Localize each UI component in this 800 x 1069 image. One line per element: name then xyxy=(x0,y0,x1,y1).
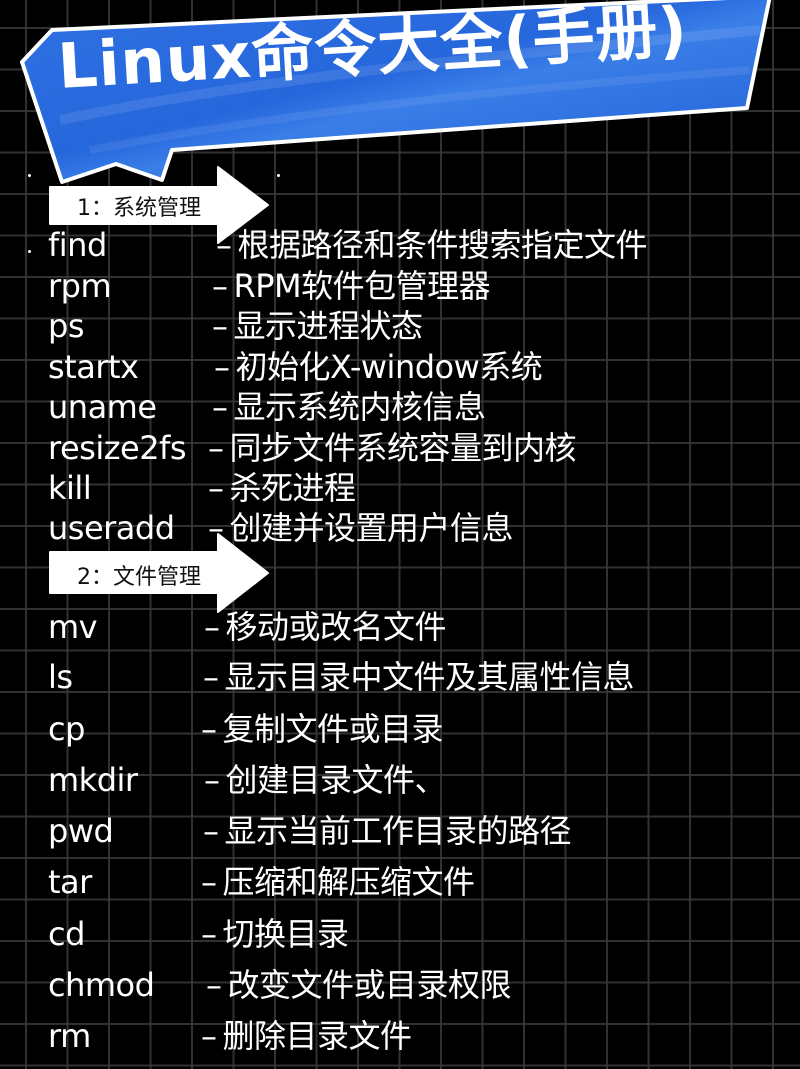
command-name: useradd xyxy=(48,509,175,547)
command-name: cd xyxy=(48,915,85,953)
command-name: ls xyxy=(48,658,73,696)
separator: – xyxy=(212,267,228,305)
separator: – xyxy=(201,863,217,901)
separator: – xyxy=(216,226,232,264)
separator: – xyxy=(206,966,222,1004)
section-header-file-management: 2：文件管理 xyxy=(48,533,270,613)
separator: – xyxy=(201,710,217,748)
command-name: uname xyxy=(48,388,157,426)
command-description: 显示系统内核信息 xyxy=(233,388,487,426)
command-description: 杀死进程 xyxy=(229,469,357,507)
command-description: 改变文件或目录权限 xyxy=(227,966,512,1004)
command-description: RPM软件包管理器 xyxy=(233,267,491,305)
command-name: ps xyxy=(48,307,84,345)
decorative-dot xyxy=(28,250,31,253)
separator: – xyxy=(212,388,228,426)
command-description: 初始化X-window系统 xyxy=(235,348,543,386)
command-description: 切换目录 xyxy=(222,915,350,953)
command-name: tar xyxy=(48,863,92,901)
command-description: 删除目录文件 xyxy=(222,1017,413,1055)
command-name: rm xyxy=(48,1017,91,1055)
arrow-right-icon xyxy=(49,533,269,613)
command-name: pwd xyxy=(48,812,114,850)
command-name: startx xyxy=(48,348,139,386)
decorative-dot xyxy=(277,174,280,177)
separator: – xyxy=(212,307,228,345)
title-banner-shape xyxy=(20,0,772,184)
separator: – xyxy=(204,608,220,646)
section-label: 1：系统管理 xyxy=(77,196,201,221)
separator: – xyxy=(203,812,219,850)
command-description: 创建目录文件、 xyxy=(225,761,447,799)
command-description: 显示目录中文件及其属性信息 xyxy=(224,658,635,696)
section-header-system-management: 1：系统管理 xyxy=(48,166,270,244)
arrow-right-icon xyxy=(49,166,269,244)
command-name: mv xyxy=(48,608,98,646)
separator: – xyxy=(214,348,230,386)
command-description: 创建并设置用户信息 xyxy=(229,509,514,547)
separator: – xyxy=(201,915,217,953)
command-name: kill xyxy=(48,469,92,507)
command-description: 根据路径和条件搜索指定文件 xyxy=(237,226,648,264)
command-description: 显示当前工作目录的路径 xyxy=(224,812,572,850)
command-description: 移动或改名文件 xyxy=(225,608,447,646)
separator: – xyxy=(208,429,224,467)
command-name: cp xyxy=(48,710,85,748)
separator: – xyxy=(203,658,219,696)
command-name: chmod xyxy=(48,966,155,1004)
separator: – xyxy=(208,469,224,507)
command-name: rpm xyxy=(48,267,112,305)
separator: – xyxy=(204,761,220,799)
command-description: 复制文件或目录 xyxy=(222,710,444,748)
decorative-dot xyxy=(28,174,31,177)
command-name: mkdir xyxy=(48,761,138,799)
command-name: resize2fs xyxy=(48,429,186,467)
section-label: 2：文件管理 xyxy=(77,565,201,590)
separator: – xyxy=(201,1017,217,1055)
command-description: 显示进程状态 xyxy=(233,307,424,345)
command-description: 压缩和解压缩文件 xyxy=(222,863,476,901)
command-description: 同步文件系统容量到内核 xyxy=(229,429,577,467)
command-name: find xyxy=(48,226,107,264)
